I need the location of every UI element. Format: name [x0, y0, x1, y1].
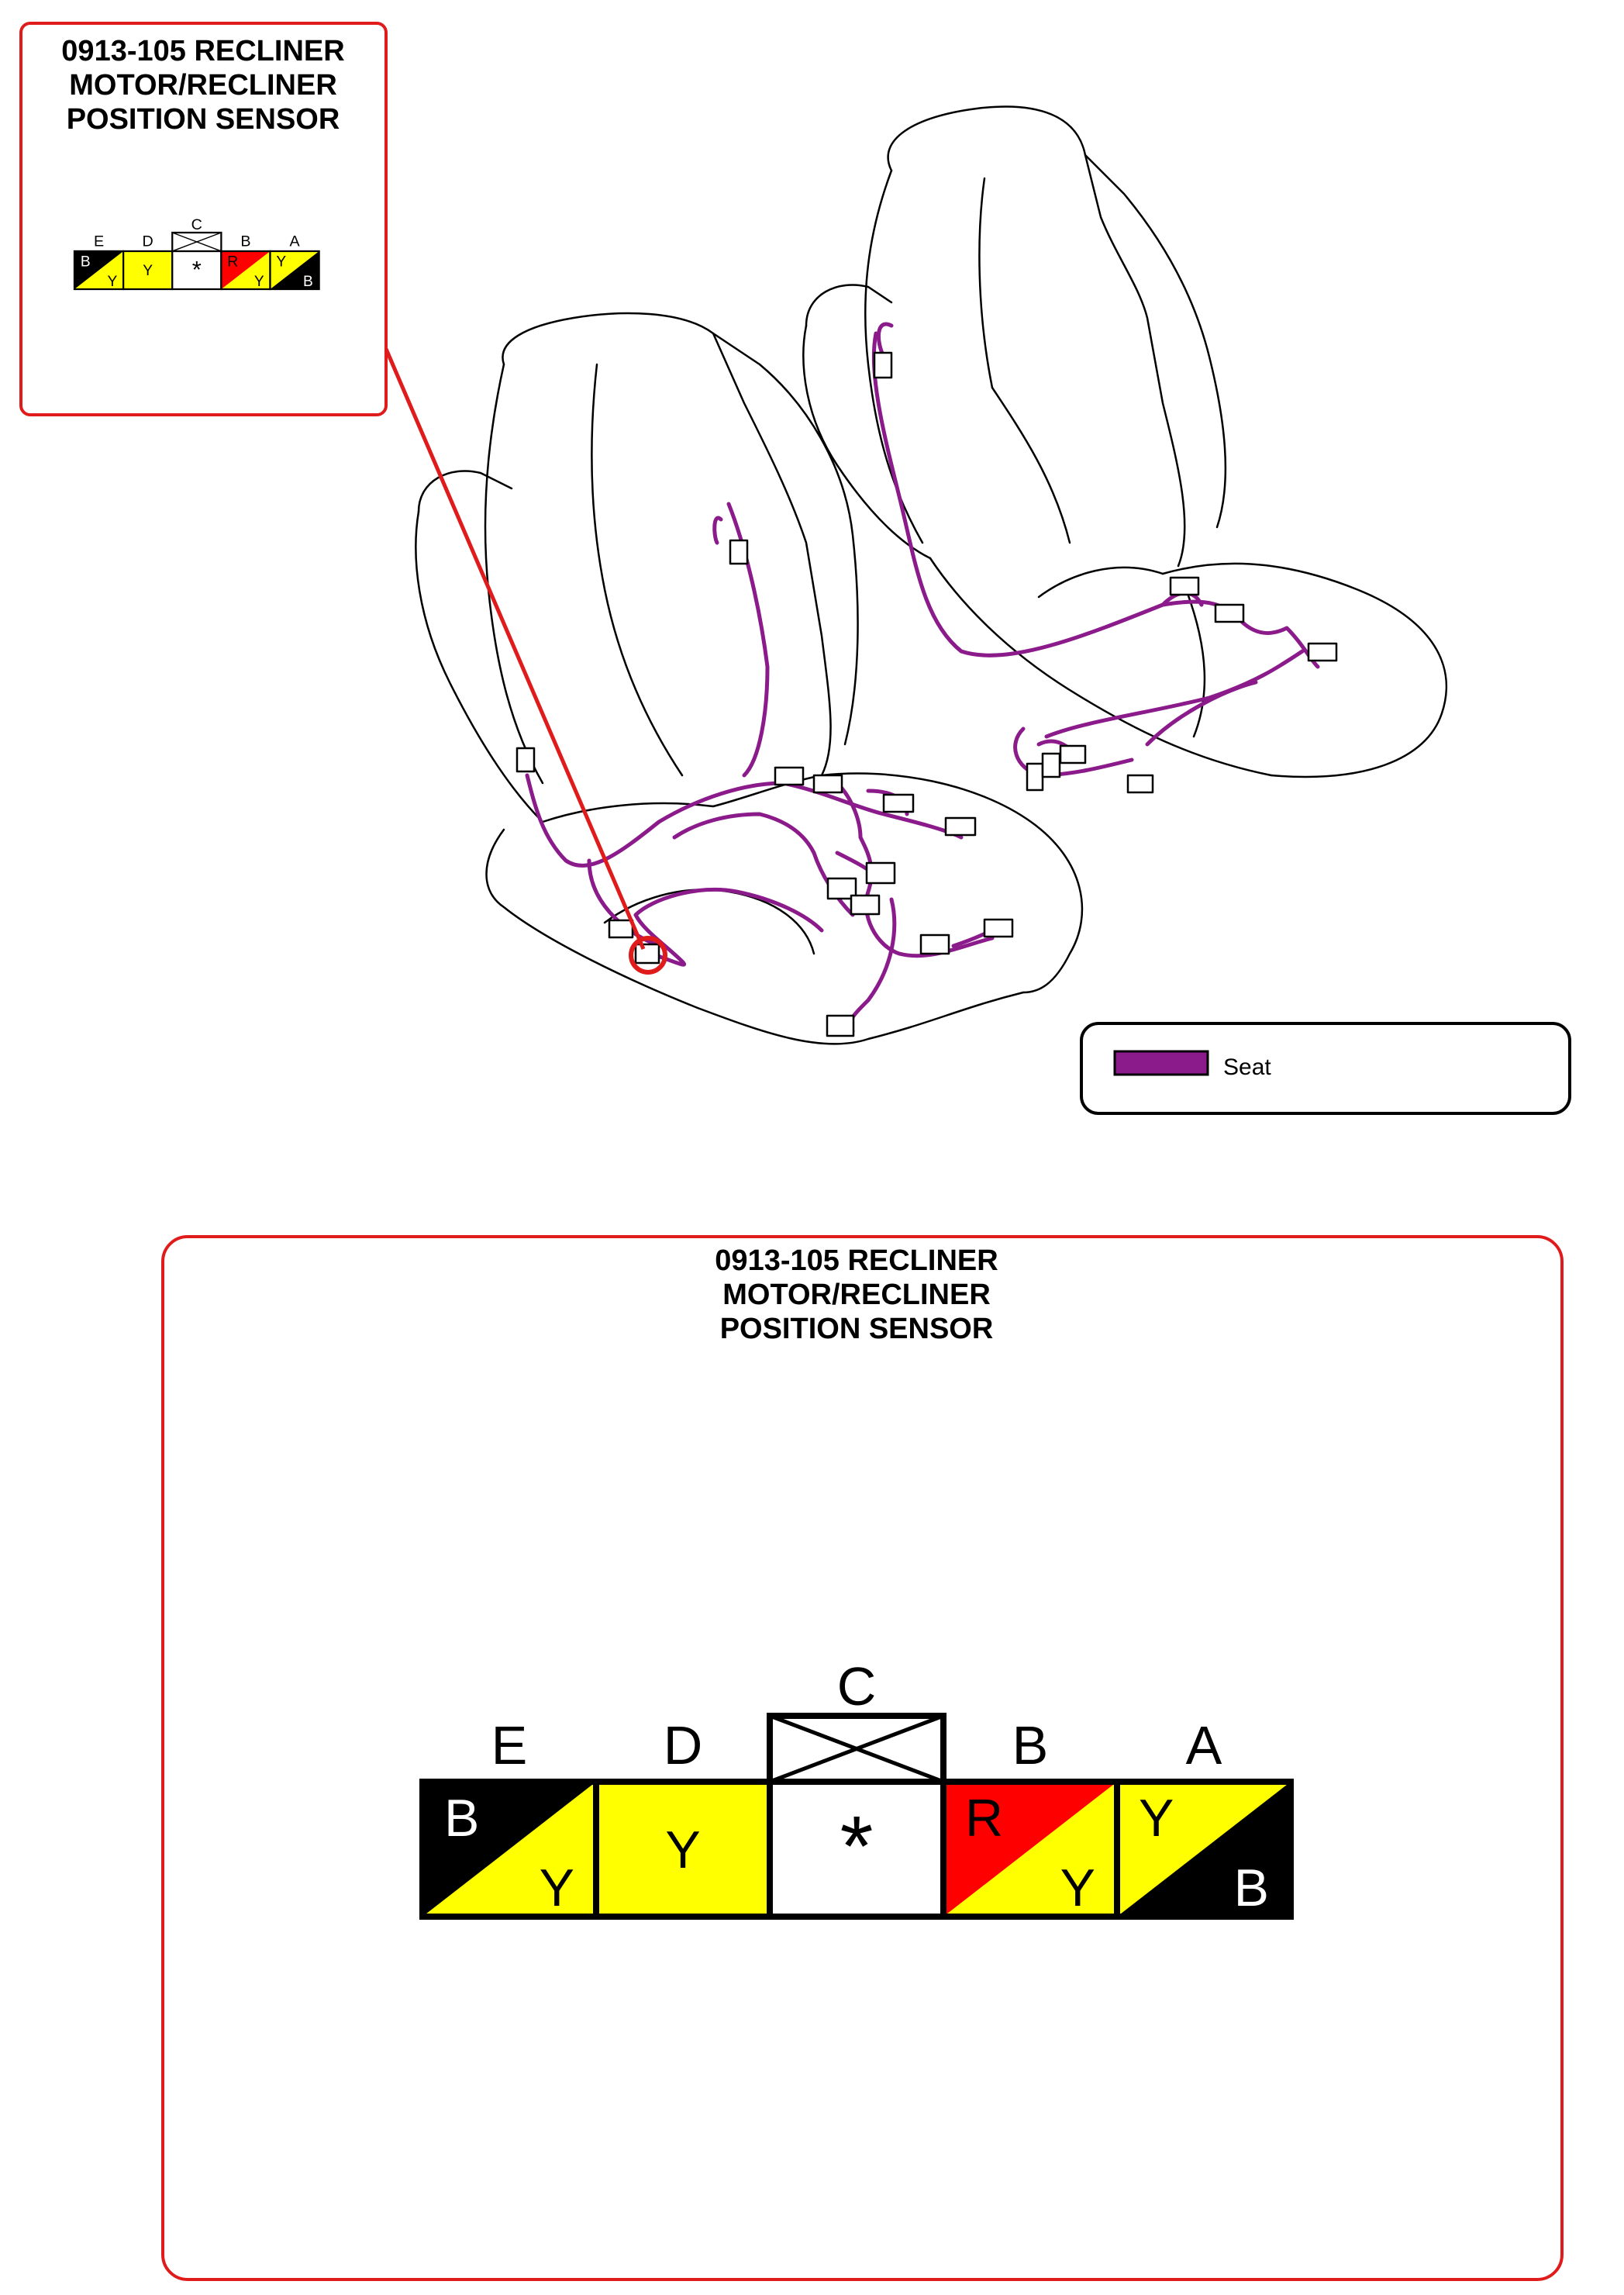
large-pin-label-c: C	[837, 1656, 877, 1717]
small-pin-b: BRY	[220, 233, 271, 291]
large-pin-label-a: A	[1186, 1715, 1222, 1776]
large-title-line-2: MOTOR/RECLINER	[722, 1279, 991, 1311]
large-pin-c: C*	[767, 1656, 946, 1920]
large-title-line-1: 0913-105 RECLINER	[715, 1244, 998, 1277]
small-pin-label-e: E	[94, 233, 104, 250]
small-pin-a: AY B	[269, 233, 320, 291]
small-title-line-1: 0913-105 RECLINER	[61, 35, 344, 67]
large-pin-label-e: E	[491, 1715, 528, 1776]
highlighted-connector-circle	[629, 936, 667, 975]
callout-leader-line	[384, 348, 646, 950]
small-title-line-3: POSITION SENSOR	[67, 103, 340, 136]
seat-illustration	[415, 105, 1448, 1045]
small-wire-color-d: Y	[143, 263, 153, 279]
large-pin-b: BRY	[940, 1715, 1120, 1920]
legend-swatch-seat	[1113, 1050, 1209, 1076]
large-title-line-3: POSITION SENSOR	[720, 1313, 994, 1345]
large-wire-color-primary-a: Y	[1139, 1789, 1174, 1848]
seat-connectors	[515, 351, 1338, 1037]
small-wire-color-primary-e: B	[81, 254, 91, 271]
large-pin-label-b: B	[1012, 1715, 1049, 1776]
small-pin-label-a: A	[289, 233, 300, 250]
small-wire-color-c: *	[192, 256, 202, 283]
large-wire-color-primary-b: R	[965, 1789, 1003, 1848]
left-seat-outline	[415, 312, 1084, 1045]
small-wire-color-secondary-b: Y	[254, 274, 264, 290]
small-wire-color-primary-a: Y	[276, 254, 286, 271]
small-pin-label-b: B	[240, 233, 250, 250]
seat-harness-wiring	[525, 322, 1320, 1034]
small-pin-label-d: D	[143, 233, 153, 250]
large-wire-color-c: *	[840, 1799, 874, 1894]
small-wire-color-secondary-a: B	[303, 274, 313, 290]
large-pin-e: EB Y	[419, 1715, 599, 1920]
large-pin-a: AY B	[1114, 1715, 1294, 1920]
small-pin-c: C*	[171, 216, 222, 291]
legend-box	[1080, 1022, 1571, 1115]
large-wire-color-secondary-b: Y	[1060, 1858, 1095, 1917]
legend-label-seat: Seat	[1223, 1054, 1271, 1080]
right-seat-outline	[802, 105, 1448, 778]
large-wire-color-secondary-e: Y	[540, 1858, 574, 1917]
large-wire-color-primary-e: B	[444, 1789, 479, 1848]
small-wire-color-primary-b: R	[227, 254, 238, 271]
callout-box-small	[19, 22, 388, 416]
large-pin-label-d: D	[664, 1715, 703, 1776]
small-title-line-2: MOTOR/RECLINER	[69, 69, 337, 102]
large-wire-color-d: Y	[665, 1820, 700, 1879]
small-pin-d: DY	[122, 233, 174, 291]
small-pin-label-c: C	[191, 216, 202, 233]
large-wire-color-secondary-a: B	[1234, 1858, 1269, 1917]
small-wire-color-secondary-e: Y	[107, 274, 117, 290]
